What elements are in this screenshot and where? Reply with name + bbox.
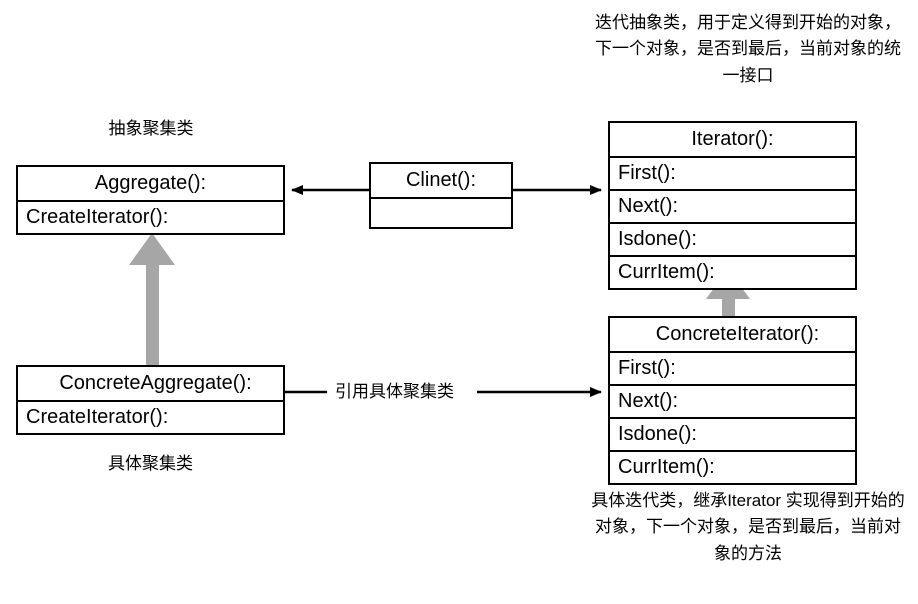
- caption-concrete-aggregate: 具体聚集类: [108, 454, 193, 473]
- class-title-iterator: Iterator():: [691, 128, 774, 150]
- class-member-concrete-iterator-isdone: Isdone():: [610, 417, 855, 450]
- class-title-concrete-iterator: ConcreteIterator():: [655, 323, 820, 345]
- class-member-aggregate-create-iterator: CreateIterator():: [18, 200, 283, 233]
- class-member-iterator-first: First():: [610, 156, 855, 189]
- class-box-client[interactable]: Clinet():: [369, 162, 513, 229]
- class-member-client-empty: [371, 197, 511, 227]
- class-member-concrete-iterator-first: First():: [610, 351, 855, 384]
- class-member-concrete-iterator-next: Next():: [610, 384, 855, 417]
- class-member-concrete-iterator-curritem: CurrItem():: [610, 450, 855, 483]
- class-box-concrete-iterator[interactable]: ConcreteIterator(): First(): Next(): Isd…: [608, 316, 857, 485]
- caption-abstract-aggregate: 抽象聚集类: [108, 119, 194, 138]
- class-title-aggregate: Aggregate():: [94, 172, 207, 194]
- class-title-concrete-aggregate: ConcreteAggregate():: [59, 372, 252, 394]
- class-box-iterator[interactable]: Iterator(): First(): Next(): Isdone(): C…: [608, 121, 857, 290]
- annotation-concrete-iterator-note: 具体迭代类，继承Iterator 实现得到开始的对象，下一个对象，是否到最后，当…: [591, 491, 905, 563]
- class-member-iterator-isdone: Isdone():: [610, 222, 855, 255]
- class-box-aggregate[interactable]: Aggregate(): CreateIterator():: [16, 165, 285, 235]
- edge-inheritance-aggregate: [129, 233, 175, 365]
- annotation-iterator-note: 迭代抽象类，用于定义得到开始的对象，下一个对象，是否到最后，当前对象的统一接口: [595, 13, 901, 85]
- class-member-iterator-next: Next():: [610, 189, 855, 222]
- edge-label-reference-concrete-aggregate: 引用具体聚集类: [331, 383, 458, 400]
- class-box-concrete-aggregate[interactable]: ConcreteAggregate(): CreateIterator():: [16, 365, 285, 435]
- class-member-concrete-aggregate-create-iterator: CreateIterator():: [18, 400, 283, 433]
- class-title-client: Clinet():: [405, 169, 476, 191]
- class-member-iterator-curritem: CurrItem():: [610, 255, 855, 288]
